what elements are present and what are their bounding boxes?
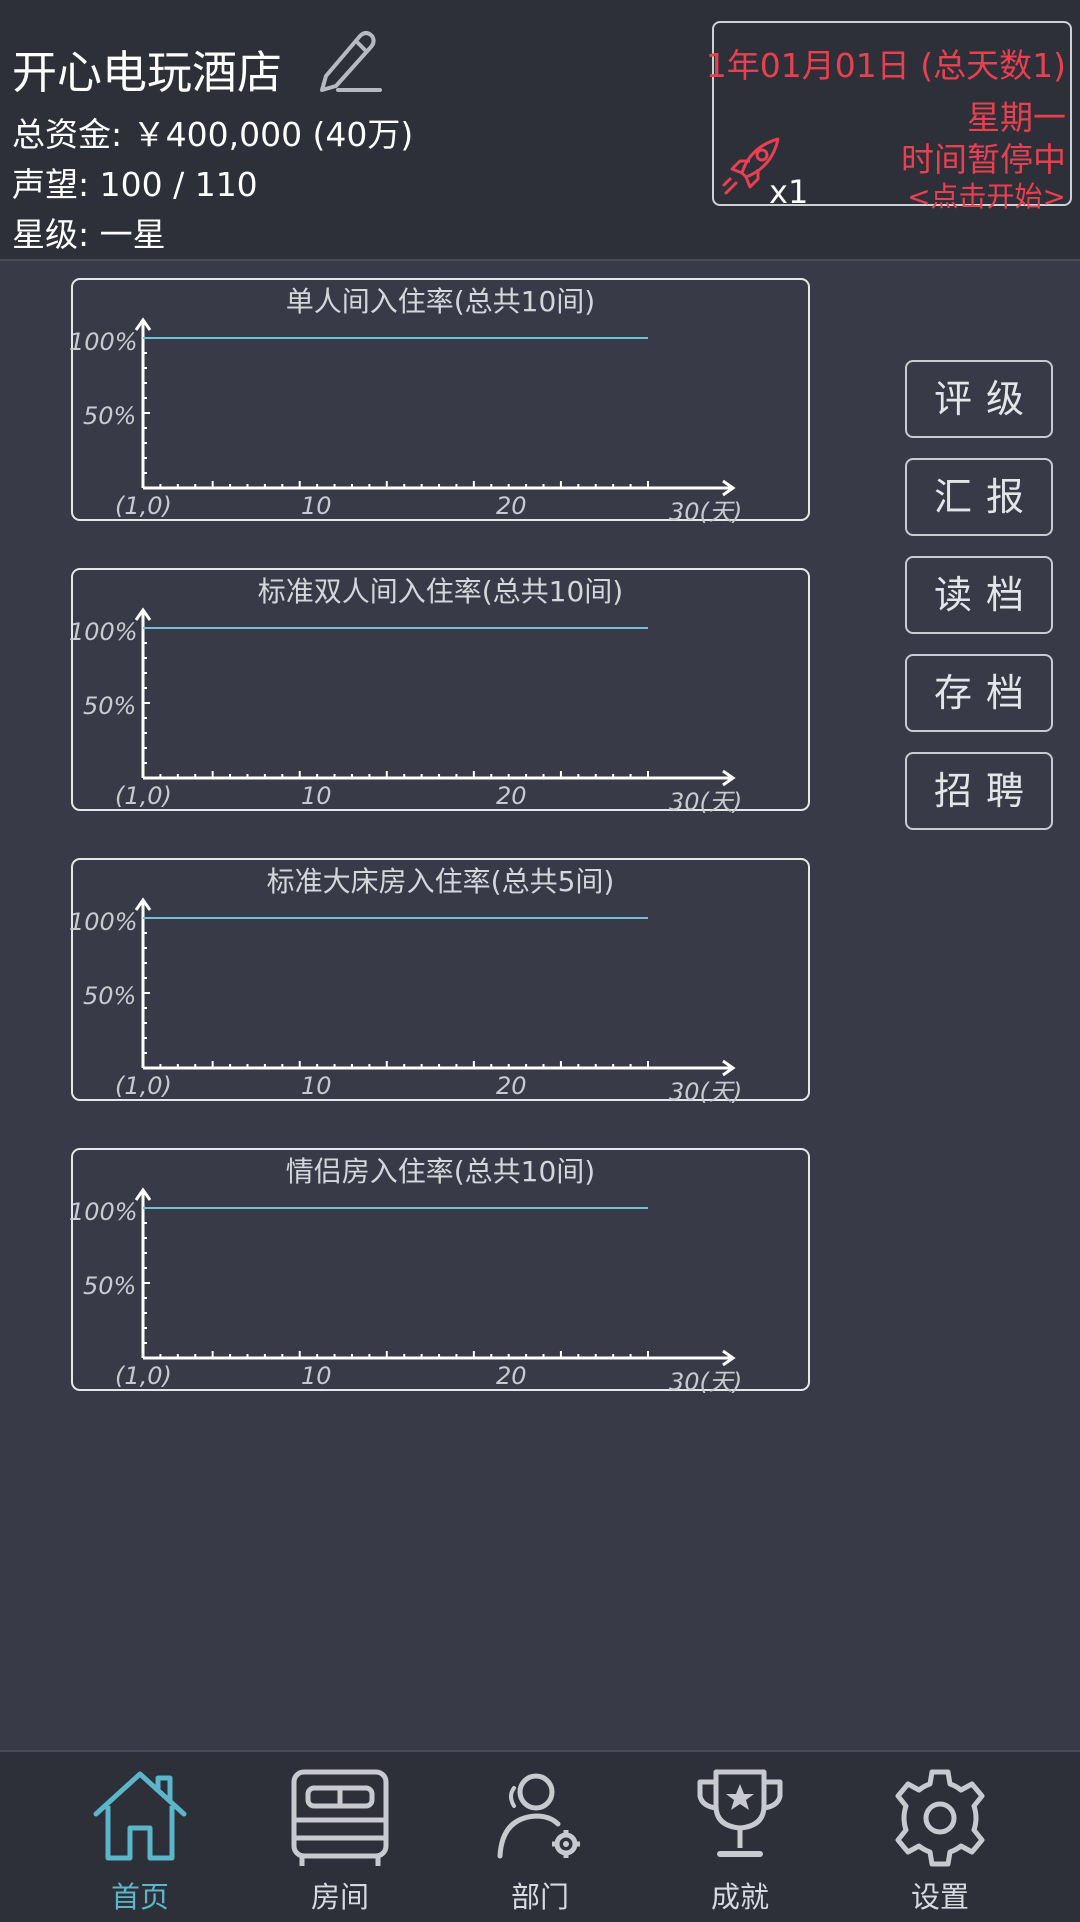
nav-settings[interactable]: 设置 bbox=[860, 1752, 1020, 1922]
status-header: 开心电玩酒店 总资金: ￥400,000 (40万) 声望: 100 / 110… bbox=[0, 0, 1080, 261]
hire-button[interactable]: 招聘 bbox=[905, 752, 1053, 830]
speed-multiplier[interactable]: x1 bbox=[769, 173, 809, 211]
funds-text: 总资金: ￥400,000 (40万) bbox=[12, 115, 414, 154]
x-tick-label: 10 bbox=[301, 1072, 332, 1100]
bed-icon bbox=[291, 1769, 389, 1866]
y-tick-label: 50% bbox=[83, 1272, 137, 1300]
x-tick-label: (1,0) bbox=[115, 782, 172, 810]
chart-standard-king-room: 标准大床房入住率(总共5间) 100% 50% (1,0) 10 20 30(天… bbox=[69, 858, 810, 1106]
x-tick-label: 20 bbox=[496, 1072, 527, 1100]
nav-label: 成就 bbox=[710, 1880, 769, 1914]
chart-title: 标准双人间入住率(总共10间) bbox=[257, 575, 624, 608]
gear-icon bbox=[895, 1769, 985, 1867]
x-tick-label: (1,0) bbox=[115, 492, 172, 520]
occupancy-chart bbox=[134, 1187, 736, 1367]
x-axis-arrow bbox=[722, 769, 736, 787]
x-tick-label: (1,0) bbox=[115, 1072, 172, 1100]
staff-gear-icon bbox=[497, 1773, 580, 1859]
nav-rooms[interactable]: 房间 bbox=[260, 1752, 420, 1922]
x-axis-arrow bbox=[722, 1349, 736, 1367]
x-axis-arrow bbox=[722, 479, 736, 497]
rocket-icon[interactable] bbox=[720, 133, 784, 197]
start-hint[interactable]: <点击开始> bbox=[907, 180, 1066, 213]
time-status-text: 时间暂停中 bbox=[901, 140, 1066, 179]
date-text: 1年01月01日 (总天数1) bbox=[705, 46, 1066, 85]
occupancy-chart bbox=[134, 897, 736, 1077]
y-tick-label: 50% bbox=[83, 692, 137, 720]
occupancy-chart bbox=[134, 607, 736, 787]
y-axis-arrow bbox=[134, 607, 152, 621]
nav-label: 房间 bbox=[310, 1880, 369, 1914]
x-tick-label: 30(天) bbox=[669, 788, 743, 816]
nav-achievements[interactable]: 成就 bbox=[660, 1752, 820, 1922]
x-tick-label: 30(天) bbox=[669, 498, 743, 526]
bottom-nav: 首页 房间 部门 bbox=[0, 1750, 1080, 1922]
y-tick-label: 50% bbox=[83, 402, 137, 430]
chart-single-room: 单人间入住率(总共10间) 100% 50% (1,0) 10 20 30(天) bbox=[69, 278, 810, 526]
y-tick-label: 100% bbox=[69, 908, 138, 936]
chart-title: 标准大床房入住率(总共5间) bbox=[266, 865, 615, 898]
nav-departments[interactable]: 部门 bbox=[460, 1752, 620, 1922]
star-level-text: 星级: 一星 bbox=[12, 215, 166, 254]
x-axis-arrow bbox=[722, 1059, 736, 1077]
rating-button[interactable]: 评级 bbox=[905, 360, 1053, 438]
occupancy-chart bbox=[134, 317, 736, 497]
chart-title: 单人间入住率(总共10间) bbox=[285, 285, 596, 318]
x-tick-label: 10 bbox=[301, 492, 332, 520]
x-tick-label: 10 bbox=[301, 782, 332, 810]
weekday-text: 星期一 bbox=[967, 98, 1066, 137]
y-tick-label: 100% bbox=[69, 618, 138, 646]
x-tick-label: 30(天) bbox=[669, 1078, 743, 1106]
x-tick-label: 20 bbox=[496, 1362, 527, 1390]
x-tick-label: 10 bbox=[301, 1362, 332, 1390]
y-axis-arrow bbox=[134, 1187, 152, 1201]
y-tick-label: 100% bbox=[69, 328, 138, 356]
y-tick-label: 50% bbox=[83, 982, 137, 1010]
load-game-button[interactable]: 读档 bbox=[905, 556, 1053, 634]
chart-couple-room: 情侣房入住率(总共10间) 100% 50% (1,0) 10 20 30(天) bbox=[69, 1148, 810, 1396]
trophy-icon bbox=[697, 1769, 783, 1857]
y-axis-arrow bbox=[134, 317, 152, 331]
x-tick-label: 20 bbox=[496, 492, 527, 520]
x-tick-label: 20 bbox=[496, 782, 527, 810]
time-control-box[interactable]: 1年01月01日 (总天数1) 星期一 时间暂停中 <点击开始> x1 bbox=[706, 21, 1072, 213]
edit-name-icon[interactable] bbox=[312, 24, 382, 94]
chart-standard-twin-room: 标准双人间入住率(总共10间) 100% 50% (1,0) 10 20 30(… bbox=[69, 568, 810, 816]
nav-home[interactable]: 首页 bbox=[60, 1752, 220, 1922]
x-tick-label: (1,0) bbox=[115, 1362, 172, 1390]
hotel-name: 开心电玩酒店 bbox=[12, 46, 283, 99]
reputation-text: 声望: 100 / 110 bbox=[12, 165, 258, 204]
nav-label: 部门 bbox=[510, 1880, 569, 1914]
x-tick-label: 30(天) bbox=[669, 1368, 743, 1396]
y-axis-arrow bbox=[134, 897, 152, 911]
y-tick-label: 100% bbox=[69, 1198, 138, 1226]
home-icon bbox=[93, 1771, 187, 1861]
nav-label: 设置 bbox=[910, 1880, 969, 1914]
report-button[interactable]: 汇报 bbox=[905, 458, 1053, 536]
save-game-button[interactable]: 存档 bbox=[905, 654, 1053, 732]
chart-title: 情侣房入住率(总共10间) bbox=[285, 1155, 596, 1188]
nav-label: 首页 bbox=[110, 1880, 169, 1914]
